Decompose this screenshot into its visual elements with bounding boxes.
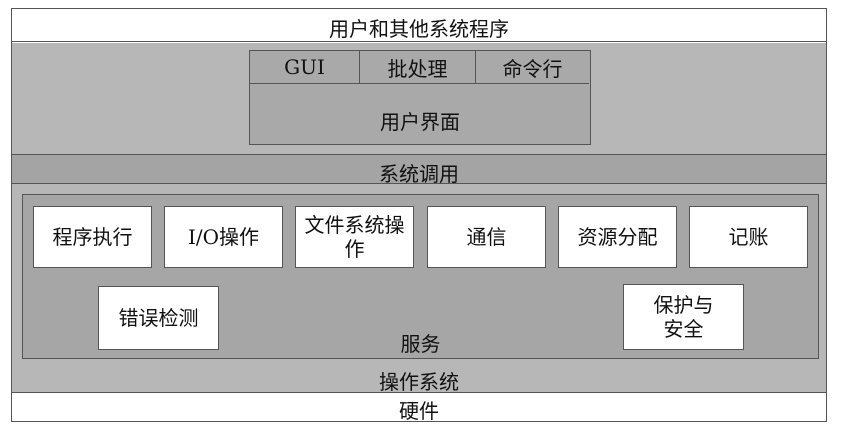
service-protection-security: 保护与安全 — [623, 284, 744, 350]
user-programs-label: 用户和其他系统程序 — [329, 17, 509, 41]
service-program-execution: 程序执行 — [33, 206, 152, 268]
ui-tab-batch: 批处理 — [360, 51, 476, 84]
system-call-band: 系统调用 — [12, 154, 826, 186]
ui-tab-gui: GUI — [250, 51, 360, 84]
service-file-system: 文件系统操作 — [295, 206, 414, 268]
service-accounting: 记账 — [689, 206, 808, 268]
hardware-label: 硬件 — [399, 399, 439, 423]
user-programs-layer: 用户和其他系统程序 — [12, 9, 826, 42]
service-error-detection: 错误检测 — [98, 286, 219, 350]
ui-tab-command-line: 命令行 — [476, 51, 589, 84]
services-label: 服务 — [400, 332, 441, 356]
hardware-layer: 硬件 — [12, 392, 826, 423]
service-file-system-label: 文件系统操作 — [304, 213, 405, 261]
services-panel: 程序执行 I/O操作 文件系统操作 通信 资源分配 记账 错误检测 保护与安全 … — [22, 194, 819, 359]
service-resource-allocation: 资源分配 — [558, 206, 677, 268]
operating-system-label: 操作系统 — [379, 370, 459, 394]
service-io-operations: I/O操作 — [164, 206, 283, 268]
service-communication: 通信 — [427, 206, 546, 268]
user-interface-label: 用户界面 — [380, 110, 460, 134]
service-protection-security-label: 保护与安全 — [653, 293, 714, 341]
os-label-band: 操作系统 — [12, 366, 826, 394]
user-interface-block: GUI 批处理 命令行 用户界面 — [249, 50, 591, 145]
system-call-label: 系统调用 — [379, 162, 459, 186]
